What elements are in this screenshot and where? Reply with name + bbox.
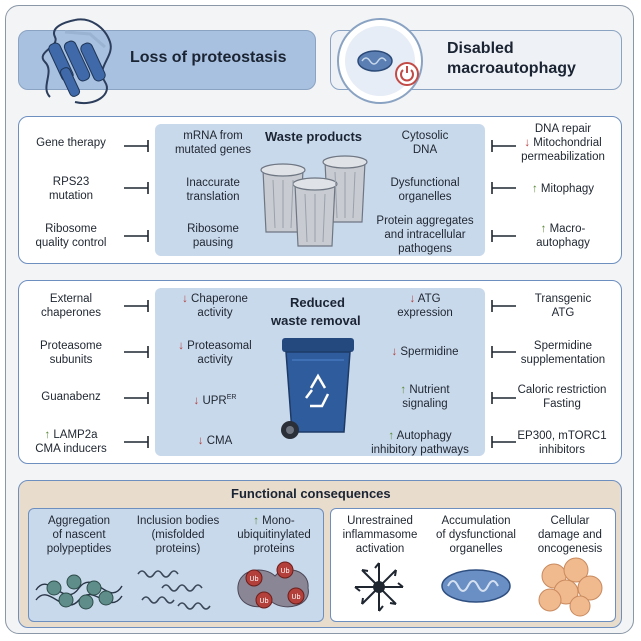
reduced-removal-title-1: Reduced — [290, 295, 345, 310]
loss-of-proteostasis-title: Loss of proteostasis — [130, 49, 287, 66]
rwr-inner-right-2: ↓ Spermidine — [391, 346, 459, 358]
ubiquitinylated-proteins-icon: Ub Ub Ub Ub — [237, 561, 309, 609]
protein-structure-icon — [41, 18, 112, 105]
inflammasome-icon — [354, 562, 404, 612]
functional-consequences-title: Functional consequences — [231, 486, 391, 501]
waste-products-title: Waste products — [265, 129, 363, 144]
ub-label-3: Ub — [292, 594, 301, 601]
wp-left-1: Gene therapy — [36, 137, 106, 149]
nascent-polypeptide-aggregation-icon — [35, 574, 123, 610]
rwr-inner-left-4: ↓ CMA — [197, 435, 233, 447]
mitochondrion-icon — [441, 569, 511, 603]
inclusion-bodies-icon — [137, 570, 211, 610]
wp-right-3: ↑ Macro-autophagy — [536, 223, 590, 249]
disabled-macroautophagy-title-2: macroautophagy — [447, 60, 576, 77]
ub-label-1: Ub — [250, 576, 259, 583]
ub-label-4: Ub — [260, 598, 269, 605]
ub-label-2: Ub — [281, 568, 290, 575]
reduced-removal-title-2: waste removal — [271, 313, 361, 328]
recycling-bin-icon — [281, 338, 354, 439]
rwr-inner-left-3: ↓ UPRER — [193, 394, 237, 407]
wp-right-2: ↑ Mitophagy — [531, 183, 594, 195]
trash-cans-icon — [260, 155, 368, 247]
rwr-left-3: Guanabenz — [41, 391, 101, 403]
autophagosome-icon — [337, 18, 423, 104]
disabled-macroautophagy-title-1: Disabled — [447, 40, 514, 57]
damaged-cells-icon — [538, 557, 603, 617]
